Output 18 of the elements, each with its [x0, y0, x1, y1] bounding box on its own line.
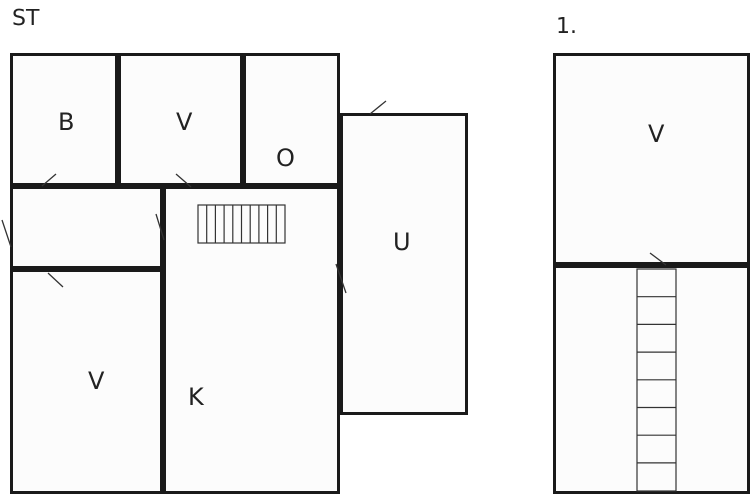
room-outline	[243, 53, 340, 186]
room-label: U	[393, 228, 411, 256]
room-outline	[340, 113, 468, 415]
room-outline	[553, 265, 750, 494]
room-label: V	[88, 367, 104, 395]
room-label: V	[176, 108, 192, 136]
room-outline	[553, 53, 750, 265]
room-outline	[10, 269, 163, 494]
floor-label: 1.	[556, 14, 577, 39]
room-outline	[163, 186, 340, 494]
room-label: V	[648, 120, 664, 148]
room-outline	[10, 186, 163, 269]
room-label: O	[276, 144, 295, 172]
room-outline	[118, 53, 243, 186]
room-label: B	[58, 108, 74, 136]
room-outline	[10, 53, 118, 186]
floor-label: ST	[12, 6, 40, 31]
room-label: K	[188, 383, 204, 411]
